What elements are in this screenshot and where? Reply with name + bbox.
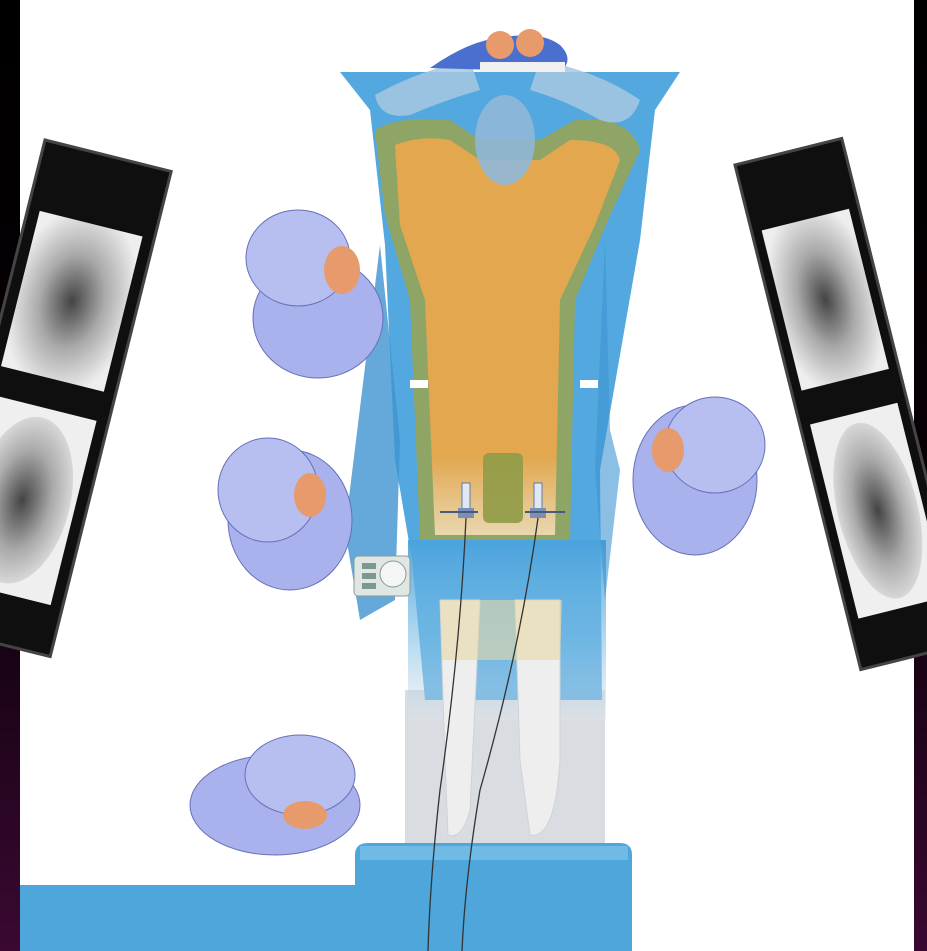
patient-head [475, 95, 535, 185]
face [294, 473, 326, 517]
groin-window [483, 453, 523, 523]
anesthesia-left-hand [486, 31, 514, 59]
table-top-highlight [360, 846, 628, 860]
drape-clip-left [410, 380, 428, 388]
anesthesia-right-hand [516, 29, 544, 57]
face [652, 428, 684, 472]
anesthesia-tray [480, 62, 565, 72]
table-side-control-panel [354, 556, 410, 596]
face [324, 246, 360, 294]
drape-clip-right [580, 380, 598, 388]
face [283, 801, 327, 829]
